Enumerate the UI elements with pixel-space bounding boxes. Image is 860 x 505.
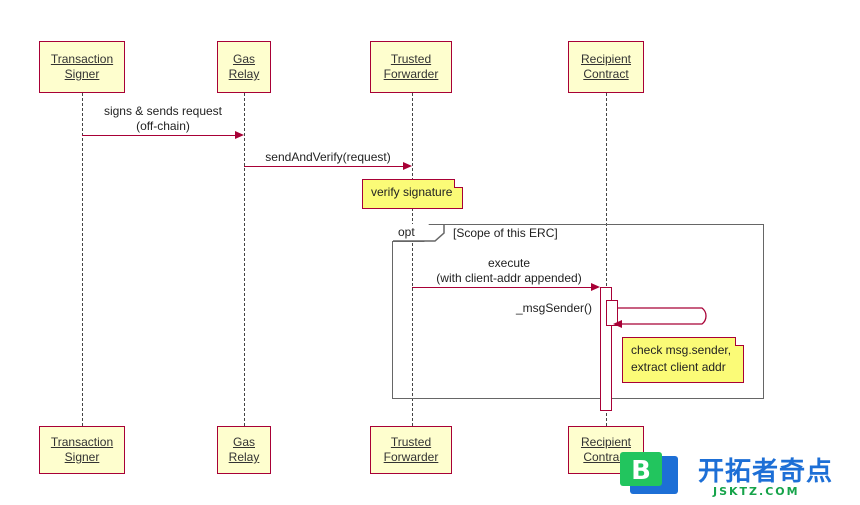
message-2-label: sendAndVerify(request) xyxy=(265,150,391,164)
participant-transaction-signer-top: Transaction Signer xyxy=(39,41,125,93)
participant-label-line1: Transaction xyxy=(50,435,114,449)
note-check-line2: extract client addr xyxy=(631,360,726,374)
participant-label-line1: Gas xyxy=(232,435,255,449)
watermark-brand: 开拓者奇点 xyxy=(698,457,834,487)
lifeline-transaction-signer xyxy=(82,93,83,426)
message-3-arrow xyxy=(412,283,600,291)
participant-recipient-contract-top: Recipient Contract xyxy=(568,41,644,93)
participant-label-line1: Recipient xyxy=(580,435,632,449)
note-check-line1: check msg.sender, xyxy=(631,343,732,357)
participant-recipient-contract-bottom: Recipient Contract xyxy=(568,426,644,474)
message-1-label: signs & sends request (off-chain) xyxy=(82,104,244,134)
participant-trusted-forwarder-bottom: Trusted Forwarder xyxy=(370,426,452,474)
watermark-logo-letter: B xyxy=(631,456,651,486)
opt-fragment: opt [Scope of this ERC] xyxy=(392,224,764,399)
message-4-self-arrow xyxy=(613,307,707,328)
message-1-arrow xyxy=(82,131,244,139)
participant-label-line2: Contract xyxy=(583,450,629,464)
participant-label-line1: Trusted xyxy=(390,435,432,449)
participant-label-line2: Forwarder xyxy=(383,450,439,464)
watermark-url: JSKTZ.COM xyxy=(713,485,800,498)
watermark-logo-icon: B xyxy=(620,452,678,494)
participant-label-line1: Recipient xyxy=(580,52,632,66)
message-3-label: execute (with client-addr appended) xyxy=(412,256,606,286)
participant-label-line1: Gas xyxy=(232,52,255,66)
participant-label-line2: Relay xyxy=(228,67,260,81)
participant-label-line2: Signer xyxy=(64,450,100,464)
participant-label-line2: Contract xyxy=(583,67,629,81)
message-2-arrow xyxy=(244,162,412,170)
participant-label-line2: Forwarder xyxy=(383,67,439,81)
participant-label-line2: Relay xyxy=(228,450,260,464)
message-1-line2: (off-chain) xyxy=(136,119,190,133)
participant-trusted-forwarder-top: Trusted Forwarder xyxy=(370,41,452,93)
lifeline-gas-relay xyxy=(244,93,245,426)
participant-label-line1: Transaction xyxy=(50,52,114,66)
participant-gas-relay-bottom: Gas Relay xyxy=(217,426,271,474)
participant-transaction-signer-bottom: Transaction Signer xyxy=(39,426,125,474)
lifeline-trusted-forwarder xyxy=(412,93,413,426)
note-check-msg-sender: check msg.sender, extract client addr xyxy=(622,337,744,383)
note-verify-signature: verify signature xyxy=(362,179,463,209)
message-4-label: _msgSender() xyxy=(515,301,592,315)
fragment-guard: [Scope of this ERC] xyxy=(453,226,558,240)
message-1-line1: signs & sends request xyxy=(103,104,223,118)
message-3-line2: (with client-addr appended) xyxy=(436,271,582,285)
fragment-tab-outline xyxy=(393,225,445,242)
participant-gas-relay-top: Gas Relay xyxy=(217,41,271,93)
participant-label-line1: Trusted xyxy=(390,52,432,66)
lifeline-recipient-contract xyxy=(606,93,607,426)
activation-msgsender xyxy=(606,300,618,326)
message-3-line1: execute xyxy=(487,256,531,270)
participant-label-line2: Signer xyxy=(64,67,100,81)
